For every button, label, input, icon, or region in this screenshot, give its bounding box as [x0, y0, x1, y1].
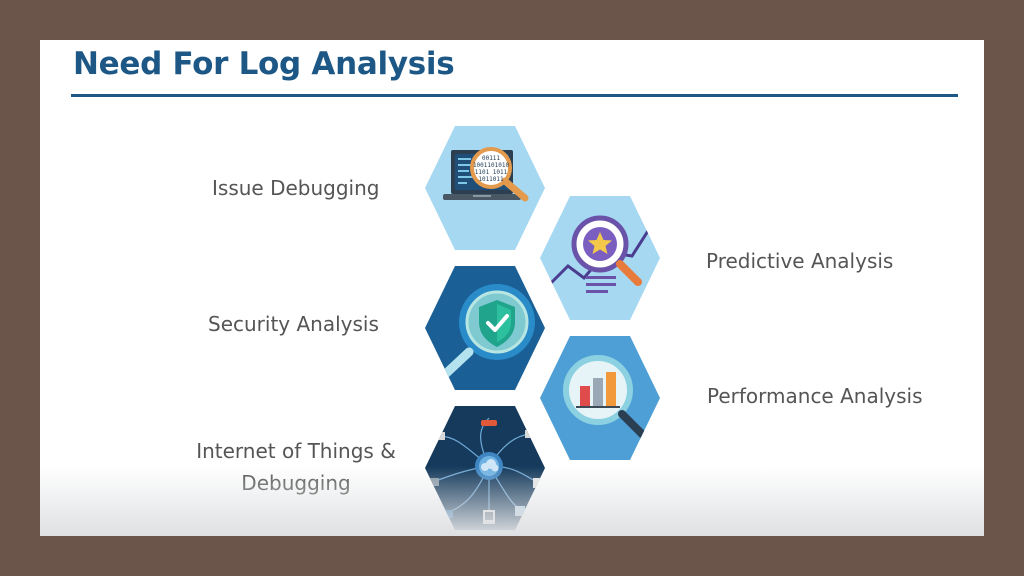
hex-iot-debugging	[425, 406, 545, 530]
title-underline	[71, 94, 958, 97]
binary-line-2: 1001101010	[473, 162, 510, 169]
label-iot-line1: Internet of Things &	[196, 439, 396, 463]
binary-line-4: 1011011	[478, 176, 504, 183]
laptop-magnifier-icon: 00111 1001101010 1101 1011 1011011	[443, 147, 529, 202]
slide-title: Need For Log Analysis	[73, 46, 455, 82]
label-performance-analysis: Performance Analysis	[707, 384, 923, 408]
label-predictive-analysis: Predictive Analysis	[706, 249, 894, 273]
hex-security-analysis	[425, 266, 545, 390]
binary-line-1: 00111	[482, 155, 500, 162]
shield-check-icon	[434, 284, 535, 385]
hex-predictive-analysis	[540, 196, 660, 320]
iot-network-icon	[429, 417, 541, 524]
label-security-analysis: Security Analysis	[208, 312, 379, 336]
magnifier-star-icon	[542, 211, 660, 293]
label-iot-line2: Debugging	[241, 471, 351, 495]
hex-performance-analysis	[540, 336, 660, 460]
bar-chart-magnifier-icon	[563, 355, 646, 438]
label-issue-debugging: Issue Debugging	[212, 176, 380, 200]
slide: Need For Log Analysis Issue Debugging Pr…	[40, 40, 984, 536]
label-iot-debugging: Internet of Things & Debugging	[190, 435, 402, 499]
binary-line-3: 1101 1011	[475, 169, 508, 176]
hex-issue-debugging: 00111 1001101010 1101 1011 1011011	[425, 126, 545, 250]
